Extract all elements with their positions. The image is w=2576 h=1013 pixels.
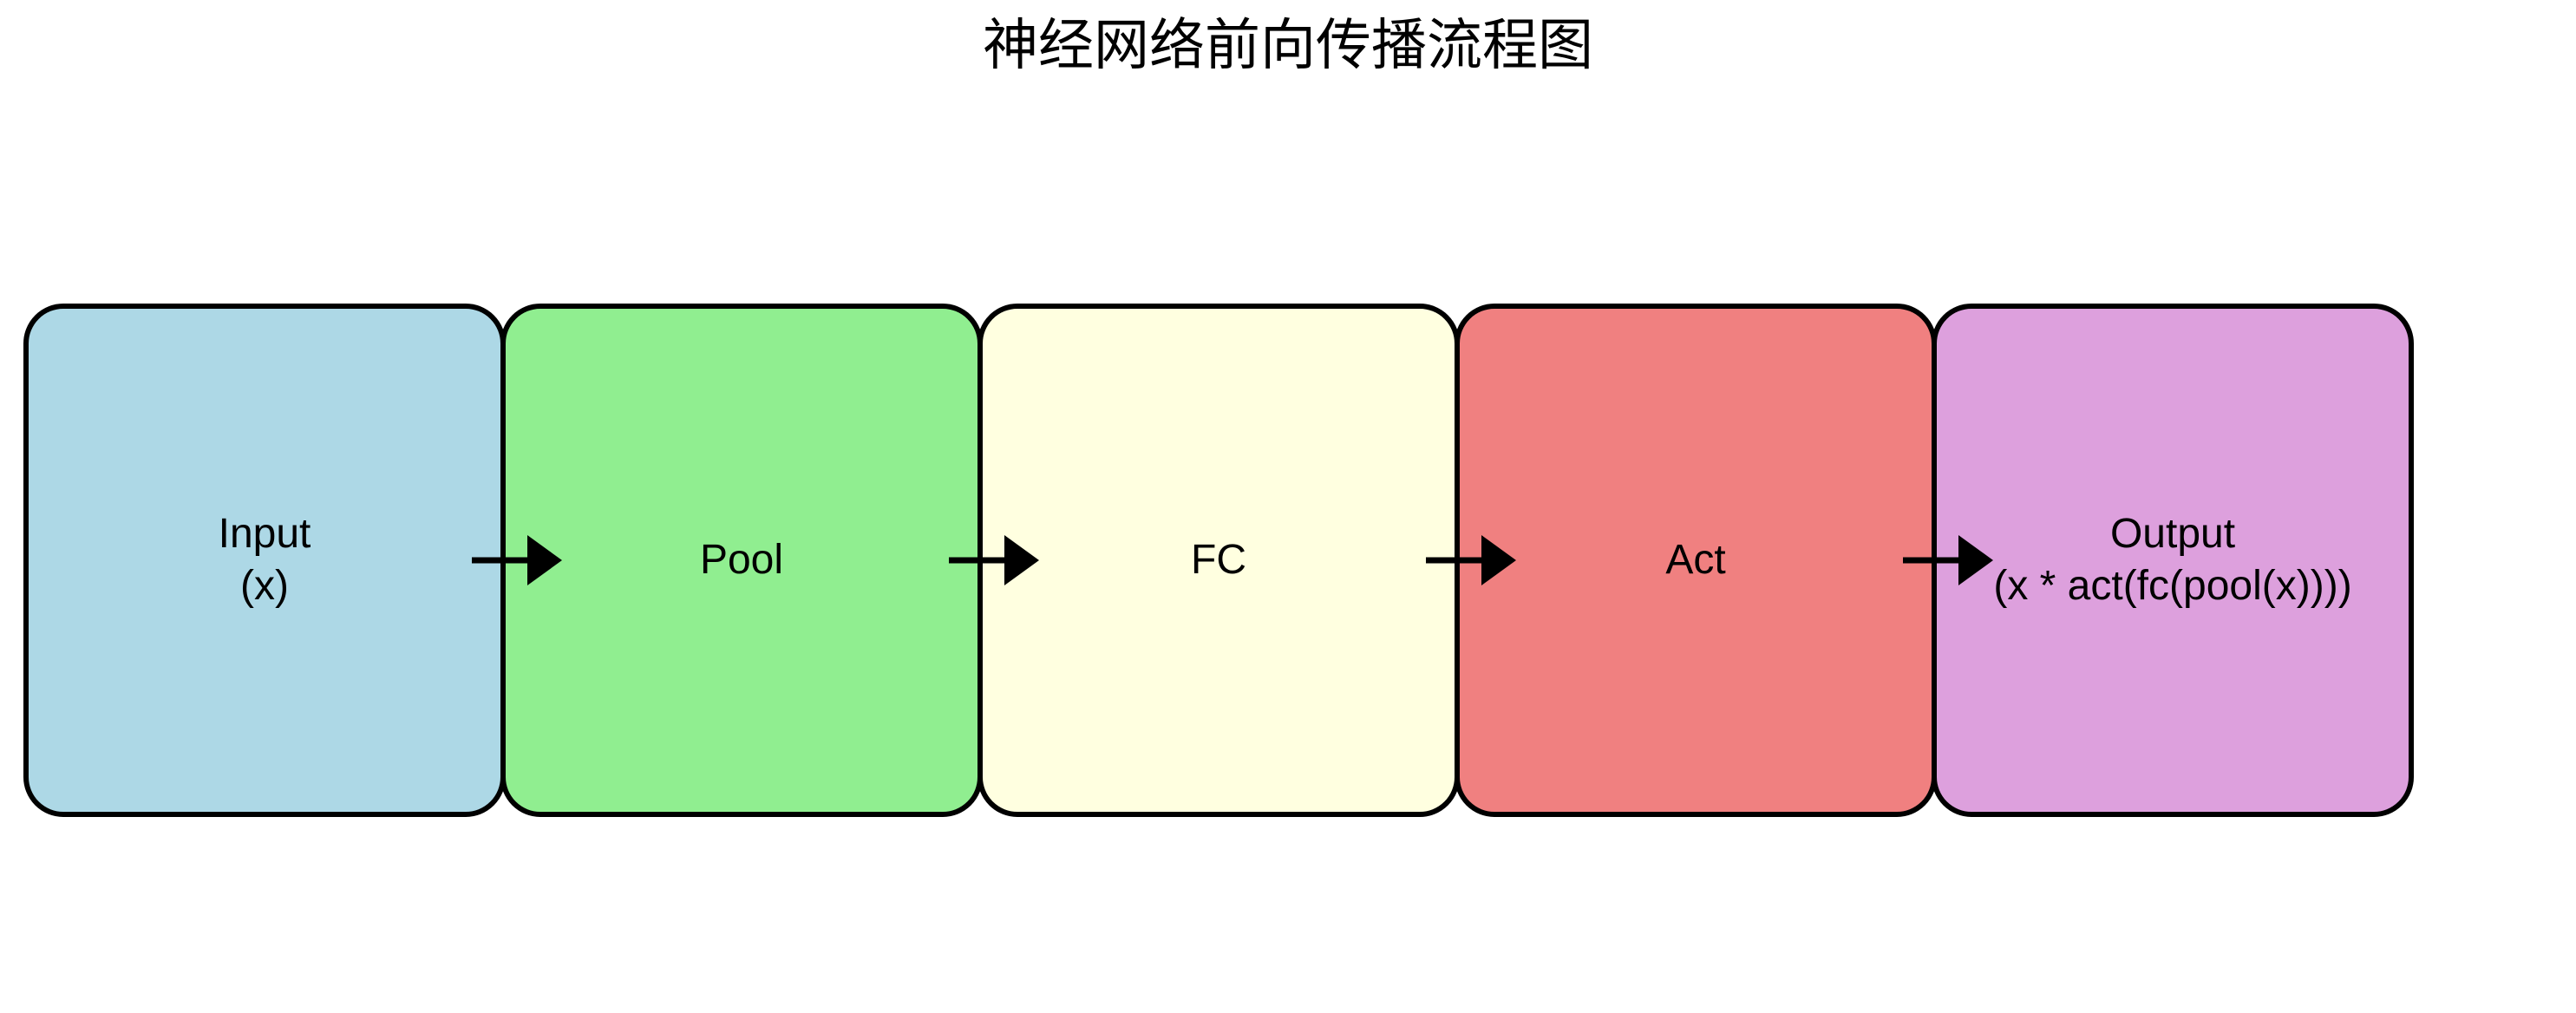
node-fc: FC — [977, 304, 1460, 817]
node-act: Act — [1455, 304, 1937, 817]
node-input-label: Input — [218, 511, 311, 557]
diagram-title: 神经网络前向传播流程图 — [983, 14, 1593, 76]
node-pool: Pool — [500, 304, 983, 817]
node-output-label: Output — [2109, 511, 2236, 557]
node-input-sublabel: (x) — [240, 563, 289, 609]
node-output-sublabel: (x * act(fc(pool(x)))) — [1993, 563, 2352, 609]
node-act-label: Act — [1665, 537, 1726, 583]
node-input: Input (x) — [23, 304, 506, 817]
node-pool-label: Pool — [699, 537, 784, 583]
node-fc-label: FC — [1191, 537, 1246, 583]
node-output: Output (x * act(fc(pool(x)))) — [1932, 304, 2414, 817]
